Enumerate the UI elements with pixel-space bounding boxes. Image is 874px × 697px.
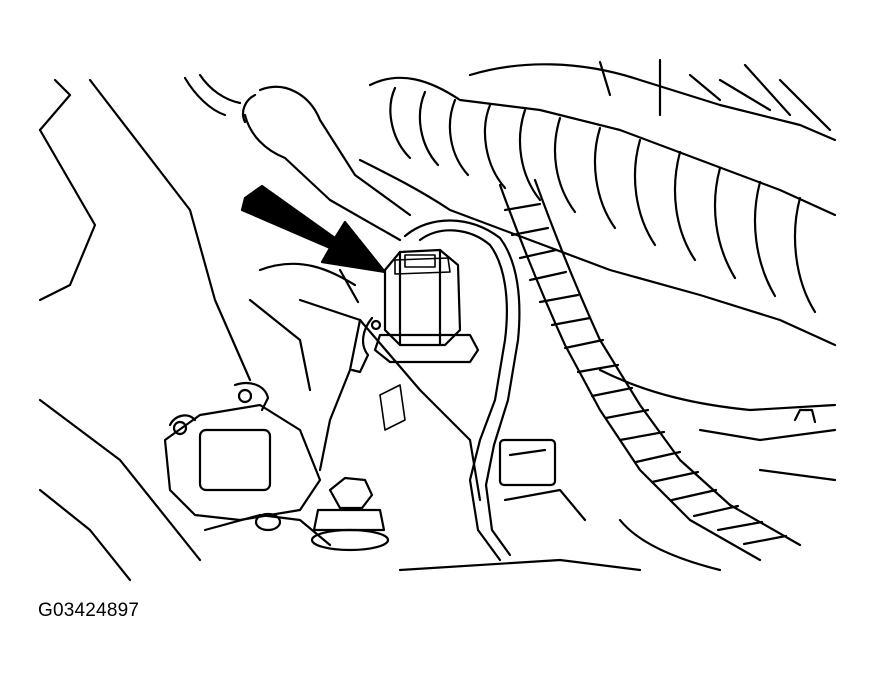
wiring-loom-upper	[358, 76, 837, 347]
rib-cover	[468, 58, 837, 142]
mounting-bracket	[248, 262, 482, 502]
figure-id-label: G03424897	[38, 600, 140, 621]
actuator-unit	[163, 381, 332, 547]
lower-right-structure	[398, 368, 837, 572]
wiring-harness-vertical	[498, 178, 802, 562]
connector-slot	[498, 438, 587, 522]
mounting-bolt	[310, 476, 390, 552]
sensor-wire	[403, 219, 521, 562]
arrow-pointer-icon	[240, 184, 387, 274]
left-panel-outline	[38, 78, 252, 582]
upper-hose	[183, 73, 412, 242]
sensor-switch	[350, 248, 480, 374]
